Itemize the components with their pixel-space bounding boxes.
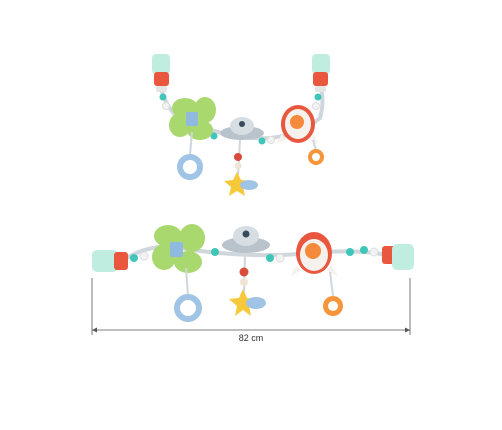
right-clip-bottom — [382, 244, 414, 270]
star-toy-icon — [229, 289, 266, 316]
rocket-toy-icon — [290, 232, 338, 276]
top-beads — [159, 93, 322, 145]
dimension-line — [91, 278, 411, 335]
left-clip-bottom — [92, 250, 128, 272]
blue-teether-bottom — [174, 267, 202, 322]
blue-teether-top — [177, 131, 203, 180]
left-clip-top — [152, 54, 170, 92]
orange-teether-bottom — [323, 271, 343, 316]
orange-teether-top — [308, 139, 324, 165]
top-arch — [152, 54, 330, 196]
rocket-toy-icon — [276, 105, 318, 144]
bottom-bar — [92, 224, 414, 322]
bottom-beads — [130, 246, 379, 263]
right-clip-top — [312, 54, 330, 92]
ufo-toy-icon — [220, 117, 264, 176]
star-toy-icon — [224, 172, 258, 196]
flower-toy-icon — [152, 224, 205, 273]
measurement-label: 82 cm — [238, 333, 264, 343]
ufo-toy-icon — [222, 226, 270, 293]
flower-toy-icon — [169, 97, 216, 140]
